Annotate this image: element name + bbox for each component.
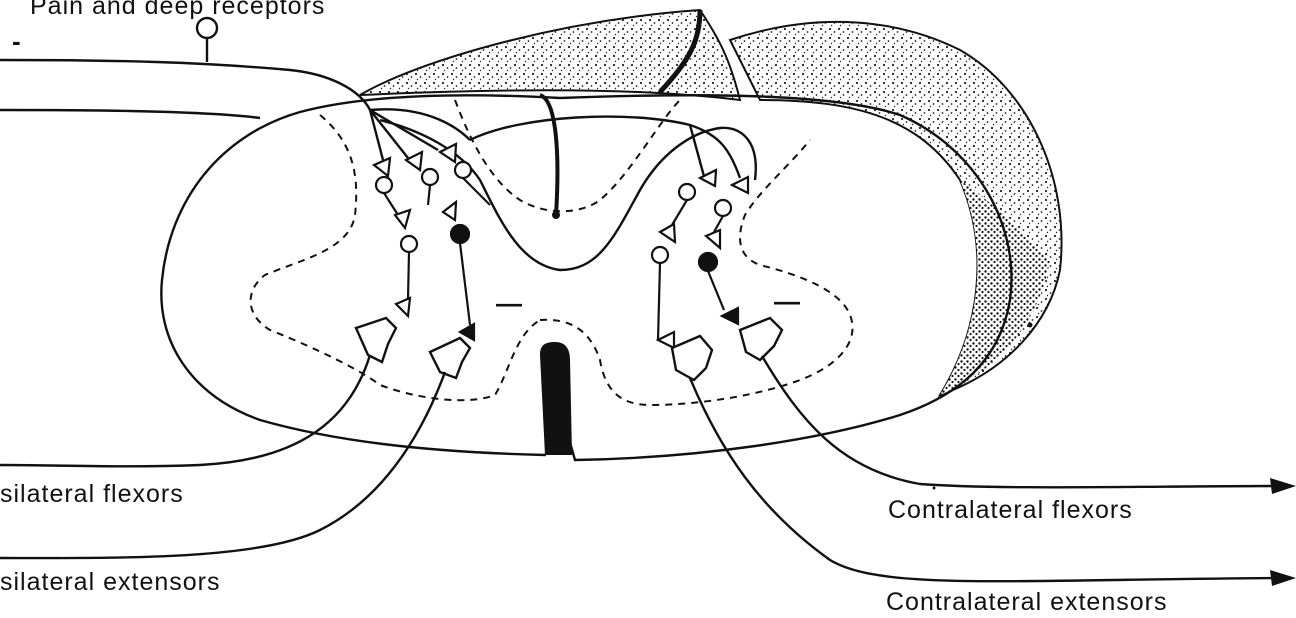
arrow-contralateral-flexors [1270,478,1296,494]
ipsilateral-motor-neurons [356,318,470,378]
arrowheads [1270,478,1296,586]
inhibition-sign-middle: — [496,288,522,319]
contralateral-interneurons [652,170,748,348]
dorsal-septum [540,95,557,215]
ventral-fissure [540,342,572,455]
cord-slab-shading [360,10,1062,395]
label-contralateral-extensors: Contralateral extensors [886,588,1167,617]
label-contralateral-flexors: Contralateral flexors [888,496,1133,525]
inhibition-sign-right: — [774,286,800,317]
label-pain-receptors: Pain and deep receptors [30,0,325,21]
inhibition-sign-top-left: - [12,26,21,57]
arrow-contralateral-extensors [1270,570,1296,586]
cord-outline [161,95,1011,460]
label-ipsilateral-flexors: silateral flexors [0,480,184,509]
contralateral-motor-neurons [672,318,782,380]
speck [1028,323,1033,328]
label-ipsilateral-extensors: silateral extensors [0,568,220,597]
grey-matter-outline [380,120,756,270]
speck [933,487,936,490]
efferent-fibers [0,355,1280,581]
ipsilateral-interneurons [374,144,490,340]
